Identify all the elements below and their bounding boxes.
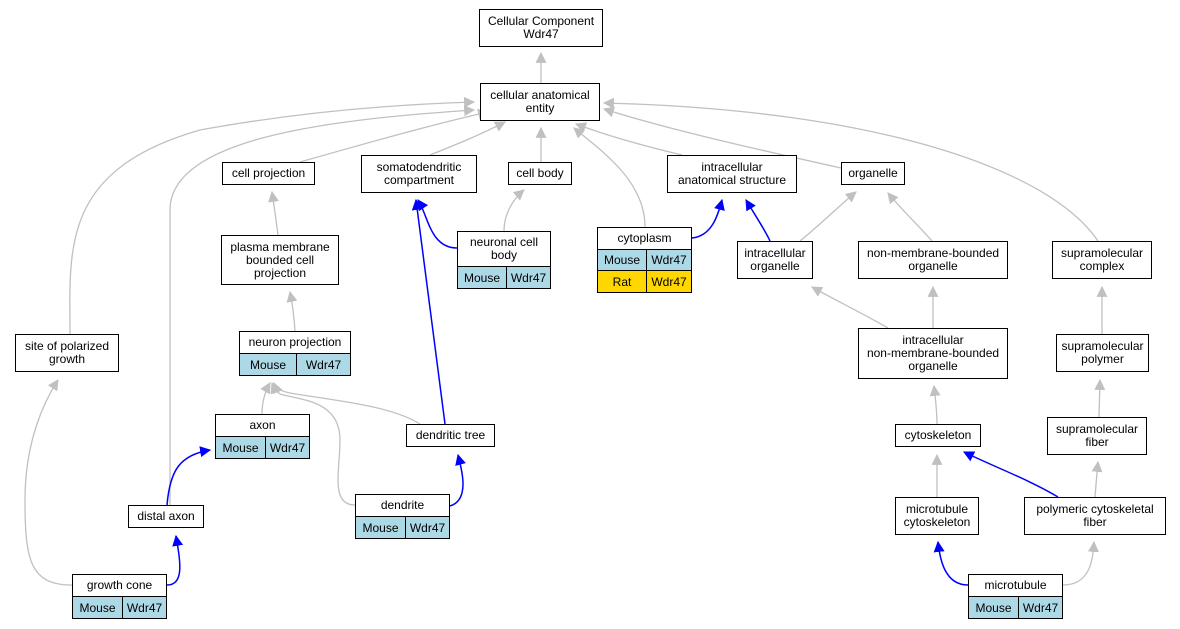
node-microtubule[interactable]: microtubule	[968, 574, 1063, 597]
edge-cytoplasm-to-cae	[573, 127, 646, 228]
tag-gene: Wdr47	[646, 249, 692, 271]
tag-gene: Wdr47	[506, 266, 551, 289]
edge-dendritic-tree-to-somatodendritic	[411, 198, 446, 425]
tag-species: Mouse	[72, 596, 123, 619]
node-intracellular-non-membrane-bounded-organelle[interactable]: intracellular non-membrane-bounded organ…	[858, 328, 1008, 379]
node-intracellular-organelle[interactable]: intracellular organelle	[737, 241, 813, 279]
tag-species: Mouse	[457, 266, 507, 289]
node-intracellular-anatomical-structure[interactable]: intracellular anatomical structure	[667, 155, 797, 193]
node-somatodendritic-compartment[interactable]: somatodendritic compartment	[361, 155, 477, 193]
tag-gene: Wdr47	[1018, 596, 1063, 619]
node-cellular-component[interactable]: Cellular Component Wdr47	[479, 9, 603, 47]
edge-neuron-projection-to-pmbcp	[286, 290, 298, 332]
edge-site-polarized-to-cae	[69, 96, 476, 335]
edge-microtubule-to-microtubule-cytoskeleton	[933, 540, 969, 586]
edge-growth-cone-to-site-polarized	[24, 379, 73, 586]
edge-distal-axon-to-axon	[166, 446, 212, 506]
node-organelle[interactable]: organelle	[841, 162, 905, 185]
edge-organelle-to-cae	[602, 106, 842, 169]
node-polymeric-cytoskeletal-fiber[interactable]: polymeric cytoskeletal fiber	[1024, 497, 1166, 535]
node-cell-projection[interactable]: cell projection	[222, 162, 315, 185]
node-site-of-polarized-growth[interactable]: site of polarized growth	[15, 334, 119, 372]
edge-dendrite-to-dendritic-tree	[449, 453, 466, 507]
tag-gene: Wdr47	[296, 353, 351, 376]
node-axon[interactable]: axon	[215, 414, 310, 437]
edge-neuronal-cell-body-to-somatodendritic	[417, 199, 458, 249]
node-distal-axon[interactable]: distal axon	[128, 505, 204, 528]
node-microtubule-cytoskeleton[interactable]: microtubule cytoskeleton	[895, 497, 979, 535]
node-dendritic-tree[interactable]: dendritic tree	[406, 424, 495, 447]
node-dendrite[interactable]: dendrite	[355, 494, 450, 517]
edge-pmbcp-to-cell-projection	[268, 190, 279, 236]
tag-species: Rat	[597, 270, 647, 293]
edge-cytoskeleton-to-inmbo	[929, 384, 941, 425]
edge-polymeric-cytoskeletal-fiber-to-supramolecular-fiber	[1091, 460, 1103, 498]
node-plasma-membrane-bounded-cell-projection[interactable]: plasma membrane bounded cell projection	[221, 235, 339, 285]
edge-intracellular-organelle-to-ias	[745, 199, 771, 242]
edge-ias-to-cae	[574, 122, 683, 156]
node-growth-cone[interactable]: growth cone	[72, 574, 167, 597]
edge-inmbo-to-intracellular-organelle	[811, 286, 889, 329]
edge-growth-cone-to-distal-axon	[166, 534, 184, 586]
node-neuronal-cell-body[interactable]: neuronal cell body	[457, 231, 551, 267]
edge-polymeric-cytoskeletal-fiber-to-cytoskeleton	[963, 451, 1059, 498]
edge-supramolecular-fiber-to-supramolecular-polymer	[1094, 378, 1106, 418]
edge-intracellular-organelle-to-organelle	[799, 191, 857, 242]
tag-gene: Wdr47	[122, 596, 167, 619]
edge-supramolecular-complex-to-cae	[602, 97, 1099, 242]
edge-microtubule-to-polymeric-cytoskeletal-fiber	[1062, 540, 1099, 586]
edge-nmbo-to-organelle	[887, 192, 933, 242]
edge-cytoplasm-to-ias	[691, 198, 725, 239]
tag-species: Mouse	[215, 436, 266, 459]
tag-species: Mouse	[968, 596, 1019, 619]
edge-dendrite-to-neuron-projection	[270, 381, 356, 506]
tag-gene: Wdr47	[646, 270, 692, 293]
node-non-membrane-bounded-organelle[interactable]: non-membrane-bounded organelle	[858, 241, 1008, 279]
node-cytoplasm[interactable]: cytoplasm	[597, 227, 692, 250]
node-supramolecular-complex[interactable]: supramolecular complex	[1052, 241, 1152, 279]
tag-gene: Wdr47	[405, 516, 450, 539]
tag-species: Mouse	[597, 249, 647, 271]
node-cellular-anatomical-entity[interactable]: cellular anatomical entity	[480, 83, 600, 121]
edge-cell-projection-to-cae	[299, 108, 490, 163]
node-cell-body[interactable]: cell body	[508, 162, 572, 185]
edge-somatodendritic-to-cae	[429, 121, 506, 156]
node-cytoskeleton[interactable]: cytoskeleton	[895, 424, 981, 447]
tag-species: Mouse	[239, 353, 297, 376]
edge-distal-axon-to-cae	[169, 105, 476, 505]
node-supramolecular-fiber[interactable]: supramolecular fiber	[1047, 417, 1147, 455]
node-neuron-projection[interactable]: neuron projection	[239, 331, 351, 354]
tag-species: Mouse	[355, 516, 406, 539]
edge-axon-to-neuron-projection	[260, 382, 271, 415]
edge-neuronal-cell-body-to-cell-body	[503, 189, 525, 232]
tag-gene: Wdr47	[265, 436, 310, 459]
node-supramolecular-polymer[interactable]: supramolecular polymer	[1056, 334, 1149, 372]
